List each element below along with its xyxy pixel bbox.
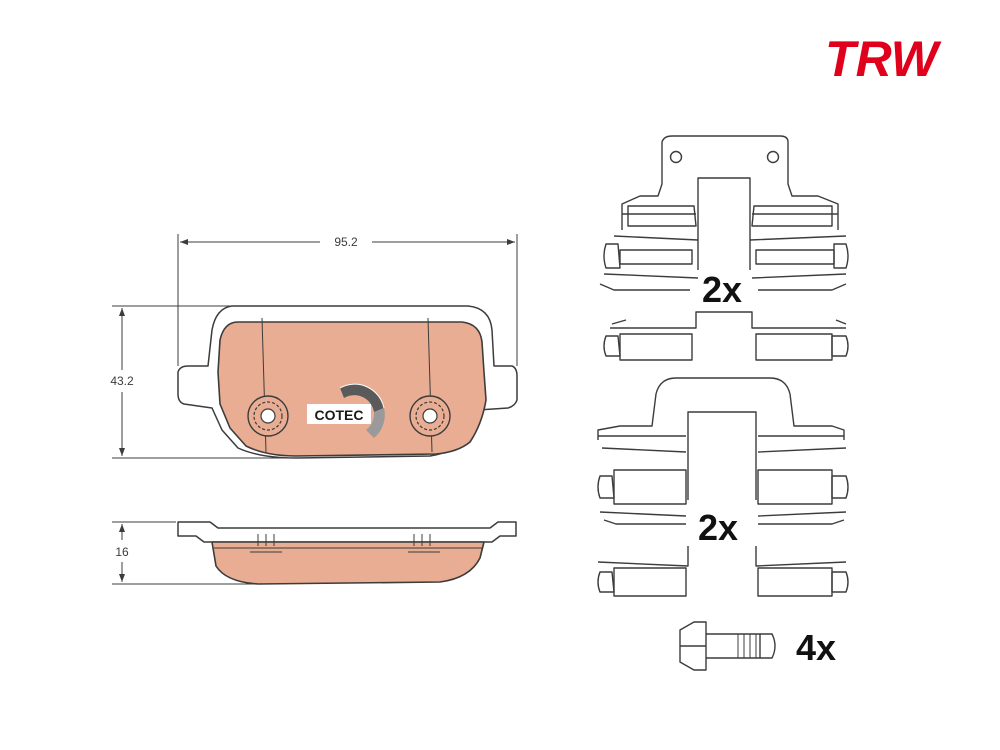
thickness-value: 16 [115,545,129,559]
width-value: 95.2 [334,235,358,249]
pad-front-view: COTEC [177,305,518,459]
upper-clip-quantity: 2x [702,269,742,310]
thickness-dimension: 16 [112,521,256,585]
bolt: 4x [679,621,836,671]
height-value: 43.2 [110,374,134,388]
cotec-badge: COTEC [307,383,385,438]
lower-clip-set: 2x [597,377,849,597]
upper-clip-set: 2x [599,135,849,361]
bolt-quantity: 4x [796,627,836,668]
pad-side-view [177,521,517,585]
height-dimension: 43.2 [110,305,298,459]
upper-clip-bracket [621,135,839,230]
rivet-right [409,395,451,437]
lower-clip-quantity: 2x [698,507,738,548]
width-dimension: 95.2 [177,234,518,366]
rivet-left [247,395,289,437]
trw-logo: TRW [825,31,942,87]
lower-clip-bracket [597,377,845,440]
cotec-label: COTEC [315,407,364,423]
